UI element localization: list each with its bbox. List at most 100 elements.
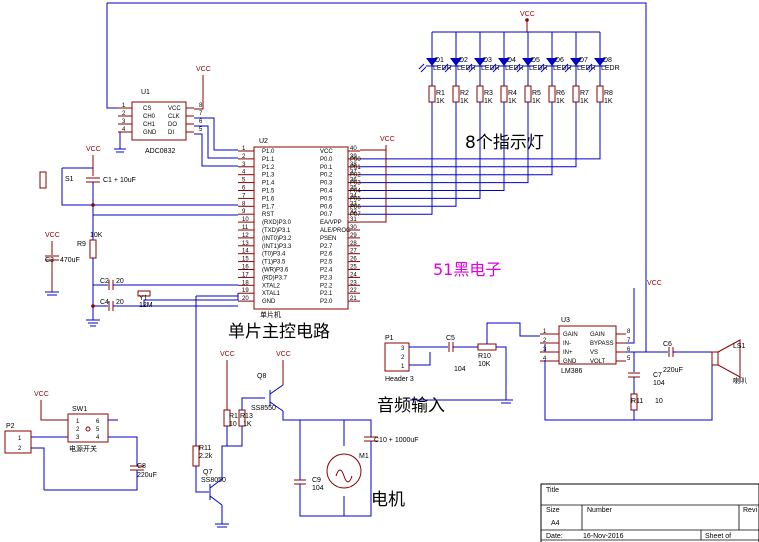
wire-p0-6 [360, 102, 457, 207]
tb-date-label: Date: [546, 533, 563, 540]
p1-header-label: Header 3 [385, 376, 414, 383]
r11b-value: 10 [655, 398, 663, 405]
u3-gnd-wire [544, 360, 634, 421]
u2-left-name-15: (T1)P3.5 [262, 260, 286, 266]
motor-m1 [326, 453, 362, 489]
u2-right-name-7: P0.5 [320, 196, 333, 202]
u2-right-num-20: 21 [350, 296, 357, 302]
u1-left-name-4: GND [143, 130, 157, 136]
led-res-3-ref: R3 [484, 90, 493, 97]
led-3-ray-b [468, 66, 475, 73]
u1-vcc-wire [194, 75, 204, 110]
u2-right-num-6: 35 [350, 186, 357, 192]
u2-left-num-8: 8 [242, 201, 246, 207]
led-res-6-value: 1K [556, 98, 565, 105]
u2-left-num-14: 14 [242, 249, 249, 255]
r13-to-q8-wire [241, 397, 265, 410]
r10-ref: R10 [478, 353, 491, 360]
led-8-icon [594, 58, 606, 66]
r13-value: 1K [243, 421, 252, 428]
u2-left-num-11: 11 [242, 225, 249, 231]
u2-right-name-11: ALE/PROG [320, 228, 351, 234]
u1-left-num-1: 1 [122, 103, 126, 109]
c10-value: 1000uF [395, 437, 419, 444]
u3-left-name-2: IN- [563, 341, 571, 347]
u2-left-name-14: (T0)P3.4 [262, 252, 286, 258]
u2-ea-wire [360, 150, 387, 223]
tb-size: A4 [551, 520, 560, 527]
tb-title: Title [546, 487, 559, 494]
annotation-indicator-lights: 8个指示灯 [465, 133, 544, 153]
u2-left-name-4: P1.3 [262, 173, 275, 179]
title-block-frame [540, 483, 759, 542]
r11-to-q7 [195, 466, 209, 493]
u3-part: LM386 [561, 368, 583, 375]
p2-pin2: 2 [18, 446, 22, 452]
u2-ref: U2 [259, 138, 268, 145]
u2-left-name-3: P1.2 [262, 165, 275, 171]
c10-top-wire [344, 419, 372, 437]
u3-right-name-1: GAIN [590, 332, 605, 338]
annotation-brand: 51黑电子 [433, 260, 501, 279]
u2-left-name-18: XTAL2 [262, 283, 281, 289]
p2-ref: P2 [6, 423, 15, 430]
u2-right-name-2: P0.0 [320, 157, 333, 163]
u3-left-num-1: 1 [543, 329, 547, 335]
u2-right-num-1: 40 [350, 146, 357, 152]
u3-left-name-3: IN+ [563, 350, 573, 356]
u2-right-num-12: 29 [350, 233, 357, 239]
u3-left-name-1: GAIN [563, 332, 578, 338]
u1-left-name-1: CS [143, 106, 151, 112]
led-5-ray-a [514, 63, 521, 70]
led-8-type: LEDR [601, 65, 620, 72]
u3-right-num-2: 7 [627, 338, 631, 344]
c8-bottom-wire [44, 470, 138, 491]
led-1-ray-a [418, 63, 425, 70]
u3-right-num-3: 6 [627, 347, 631, 353]
led-4-icon [498, 58, 510, 66]
c3-group: VCC C3 470uF [45, 232, 80, 296]
u2-left-num-5: 5 [242, 178, 246, 184]
led-res-4-body [500, 85, 508, 103]
u2-right-name-1: VCC [320, 149, 333, 155]
u3-right-num-1: 8 [627, 329, 631, 335]
u2-left-num-10: 10 [242, 217, 249, 223]
r9-body [89, 239, 97, 259]
tb-revision: Revi [743, 507, 757, 514]
led-2-ref: D2 [459, 57, 468, 64]
net-label-P01: P01 [350, 165, 361, 171]
u2-right-num-4: 37 [350, 170, 357, 176]
led-4-ray-a [490, 63, 497, 70]
u1-body [131, 101, 187, 141]
s1-body [39, 171, 47, 189]
c6-ref: C6 [663, 341, 672, 348]
u2-left-name-16: (WR)P3.6 [262, 268, 289, 274]
led-1-ray-b [420, 66, 427, 73]
led-5-icon [522, 58, 534, 66]
led-4-ref: D4 [507, 57, 516, 64]
led-6-ref: D6 [555, 57, 564, 64]
c1-ref: C1 [103, 177, 112, 184]
wire-rst-a [61, 196, 238, 206]
u3-right-name-3: VS [590, 350, 598, 356]
led-res-7-value: 1K [580, 98, 589, 105]
sw1-body [67, 413, 109, 443]
net-label-P02: P02 [350, 173, 361, 179]
led-6-icon [546, 58, 558, 66]
q7-vcc-label: VCC [220, 351, 235, 358]
u2-right-num-19: 22 [350, 288, 357, 294]
wire-p0-5 [360, 102, 481, 199]
sw1-pin3: 3 [76, 435, 80, 441]
c1-label: C1 + 10uF [103, 177, 136, 184]
u2-left-name-11: (TXD)P3.1 [262, 228, 291, 234]
wire-xtal1 [143, 293, 239, 306]
u3-vcc-label: VCC [647, 280, 662, 287]
speaker-body [711, 351, 719, 366]
ls1-ref: LS1 [733, 343, 746, 350]
r12-value: 10 [229, 421, 237, 428]
p1-pin1: 1 [401, 364, 405, 370]
led-7-ray-b [564, 66, 571, 73]
led-res-5-ref: R5 [532, 90, 541, 97]
r12-ref: R12 [229, 413, 242, 420]
u2-right-name-9: P0.7 [320, 212, 333, 218]
